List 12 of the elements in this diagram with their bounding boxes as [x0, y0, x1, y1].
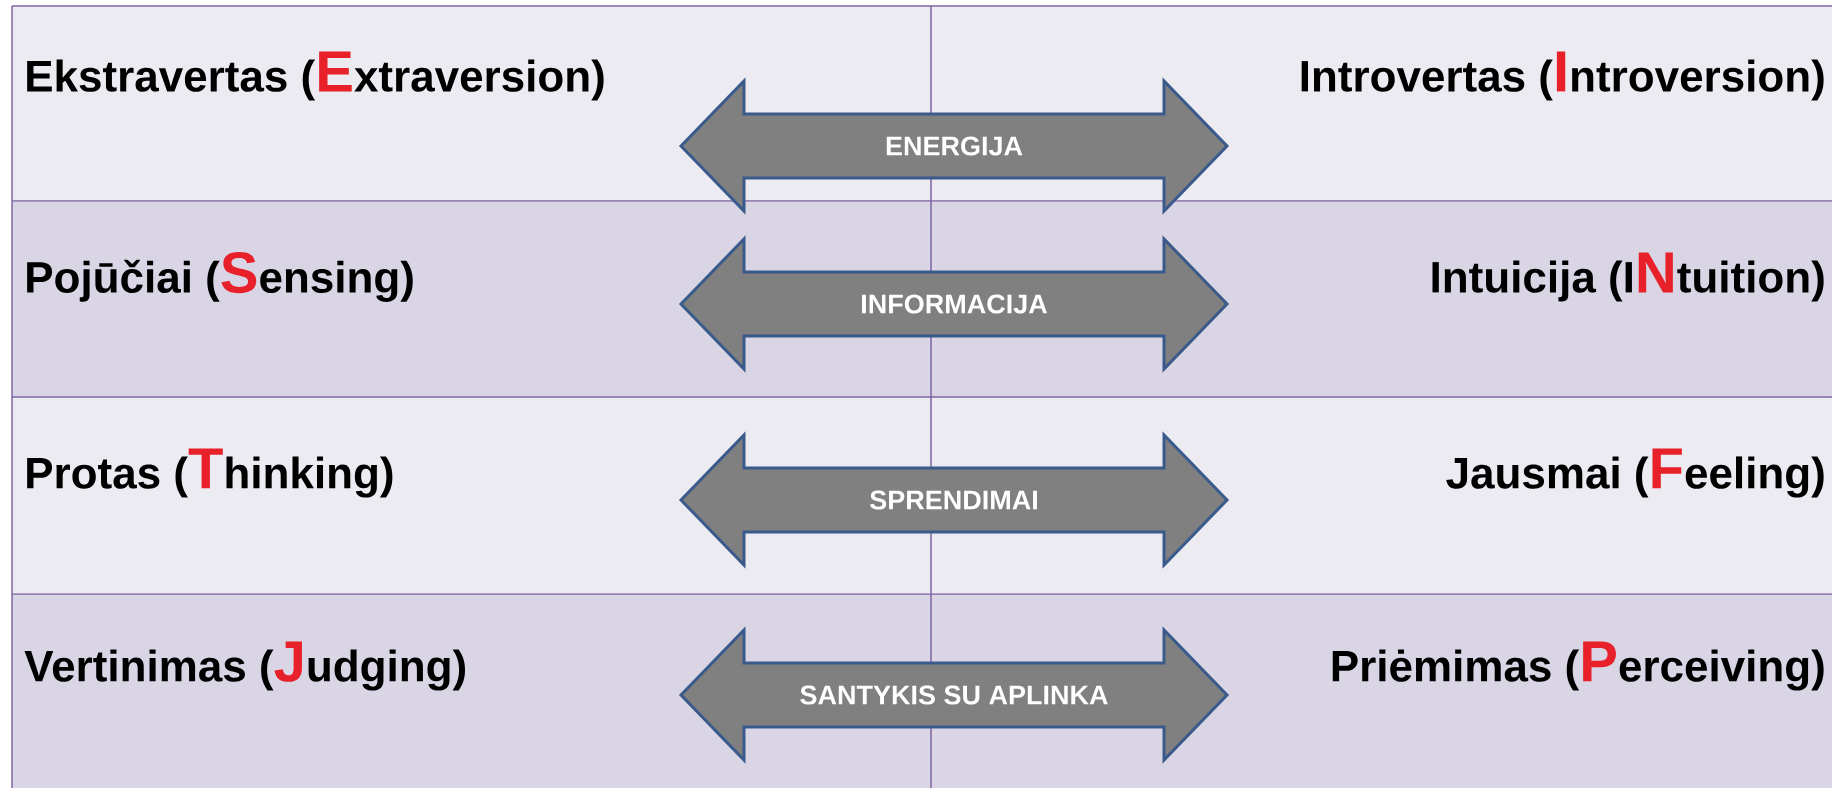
trait-label: Protas (Thinking): [27, 448, 393, 498]
trait-label: Jausmai (Feeling): [1446, 448, 1824, 498]
edge-label: SPRENDIMAI: [868, 489, 1040, 511]
edge-label: ENERGIJA: [884, 135, 1025, 157]
trait-label: Introvertas (Introversion): [1301, 51, 1824, 101]
edge-label: SANTYKIS SU APLINKA: [798, 684, 1110, 706]
trait-label: Intuicija (INtuition): [1432, 252, 1824, 302]
trait-label: Pojūčiai (Sensing): [27, 252, 413, 302]
trait-label: Priėmimas (Perceiving): [1332, 641, 1824, 691]
trait-label: Ekstravertas (Extraversion): [27, 51, 604, 101]
trait-label: Vertinimas (Judging): [24, 641, 465, 691]
edge-label: INFORMACIJA: [859, 293, 1049, 315]
